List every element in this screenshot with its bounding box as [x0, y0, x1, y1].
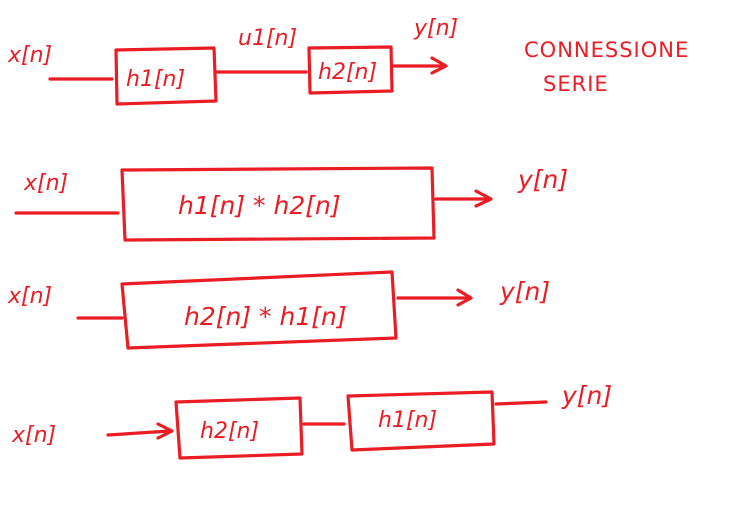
row2-output-label: y[n]: [517, 165, 568, 194]
row4-box1: [174, 396, 304, 460]
row4-output-label: y[n]: [561, 381, 612, 410]
row4-box2: [346, 390, 496, 452]
row2-box-label: h1[n] * h2[n]: [178, 191, 341, 220]
row1-box2-label: h2[n]: [318, 60, 377, 85]
row1-box2: [307, 45, 394, 95]
row1-arrowhead-icon: [430, 56, 448, 75]
row1-series-diagram: x[n] h1[n] u1[n] h2[n] y[n]: [7, 16, 458, 106]
row3-output-label: y[n]: [499, 277, 550, 306]
row2-arrowhead-icon: [474, 189, 493, 208]
row4-box1-label: h2[n]: [200, 419, 259, 444]
row3-equivalent-diagram: x[n] h2[n] * h1[n] y[n]: [7, 270, 550, 350]
row1-box1-label: h1[n]: [126, 67, 185, 92]
row4-arrowhead-icon: [156, 422, 174, 440]
row2-equivalent-diagram: x[n] h1[n] * h2[n] y[n]: [14, 165, 568, 242]
row1-output-label: y[n]: [413, 16, 458, 41]
note-line-1: CONNESSIONE: [524, 38, 689, 62]
row2-box: [120, 166, 436, 242]
row1-box1: [114, 46, 218, 106]
row2-input-label: x[n]: [23, 171, 68, 196]
row3-arrowhead-icon: [456, 288, 473, 307]
row4-input-label: x[n]: [11, 423, 56, 448]
row4-output-wire: [494, 400, 548, 406]
row3-box: [120, 270, 398, 350]
row3-box-label: h2[n] * h1[n]: [184, 302, 347, 331]
row4-input-wire: [106, 429, 172, 437]
note-line-2: SERIE: [543, 72, 609, 96]
row3-input-label: x[n]: [7, 284, 52, 309]
row4-box2-label: h1[n]: [378, 408, 437, 433]
row4-swapped-series-diagram: x[n] h2[n] h1[n] y[n]: [11, 381, 612, 460]
row1-input-label: x[n]: [7, 43, 52, 68]
row1-middle-label: u1[n]: [238, 26, 297, 51]
